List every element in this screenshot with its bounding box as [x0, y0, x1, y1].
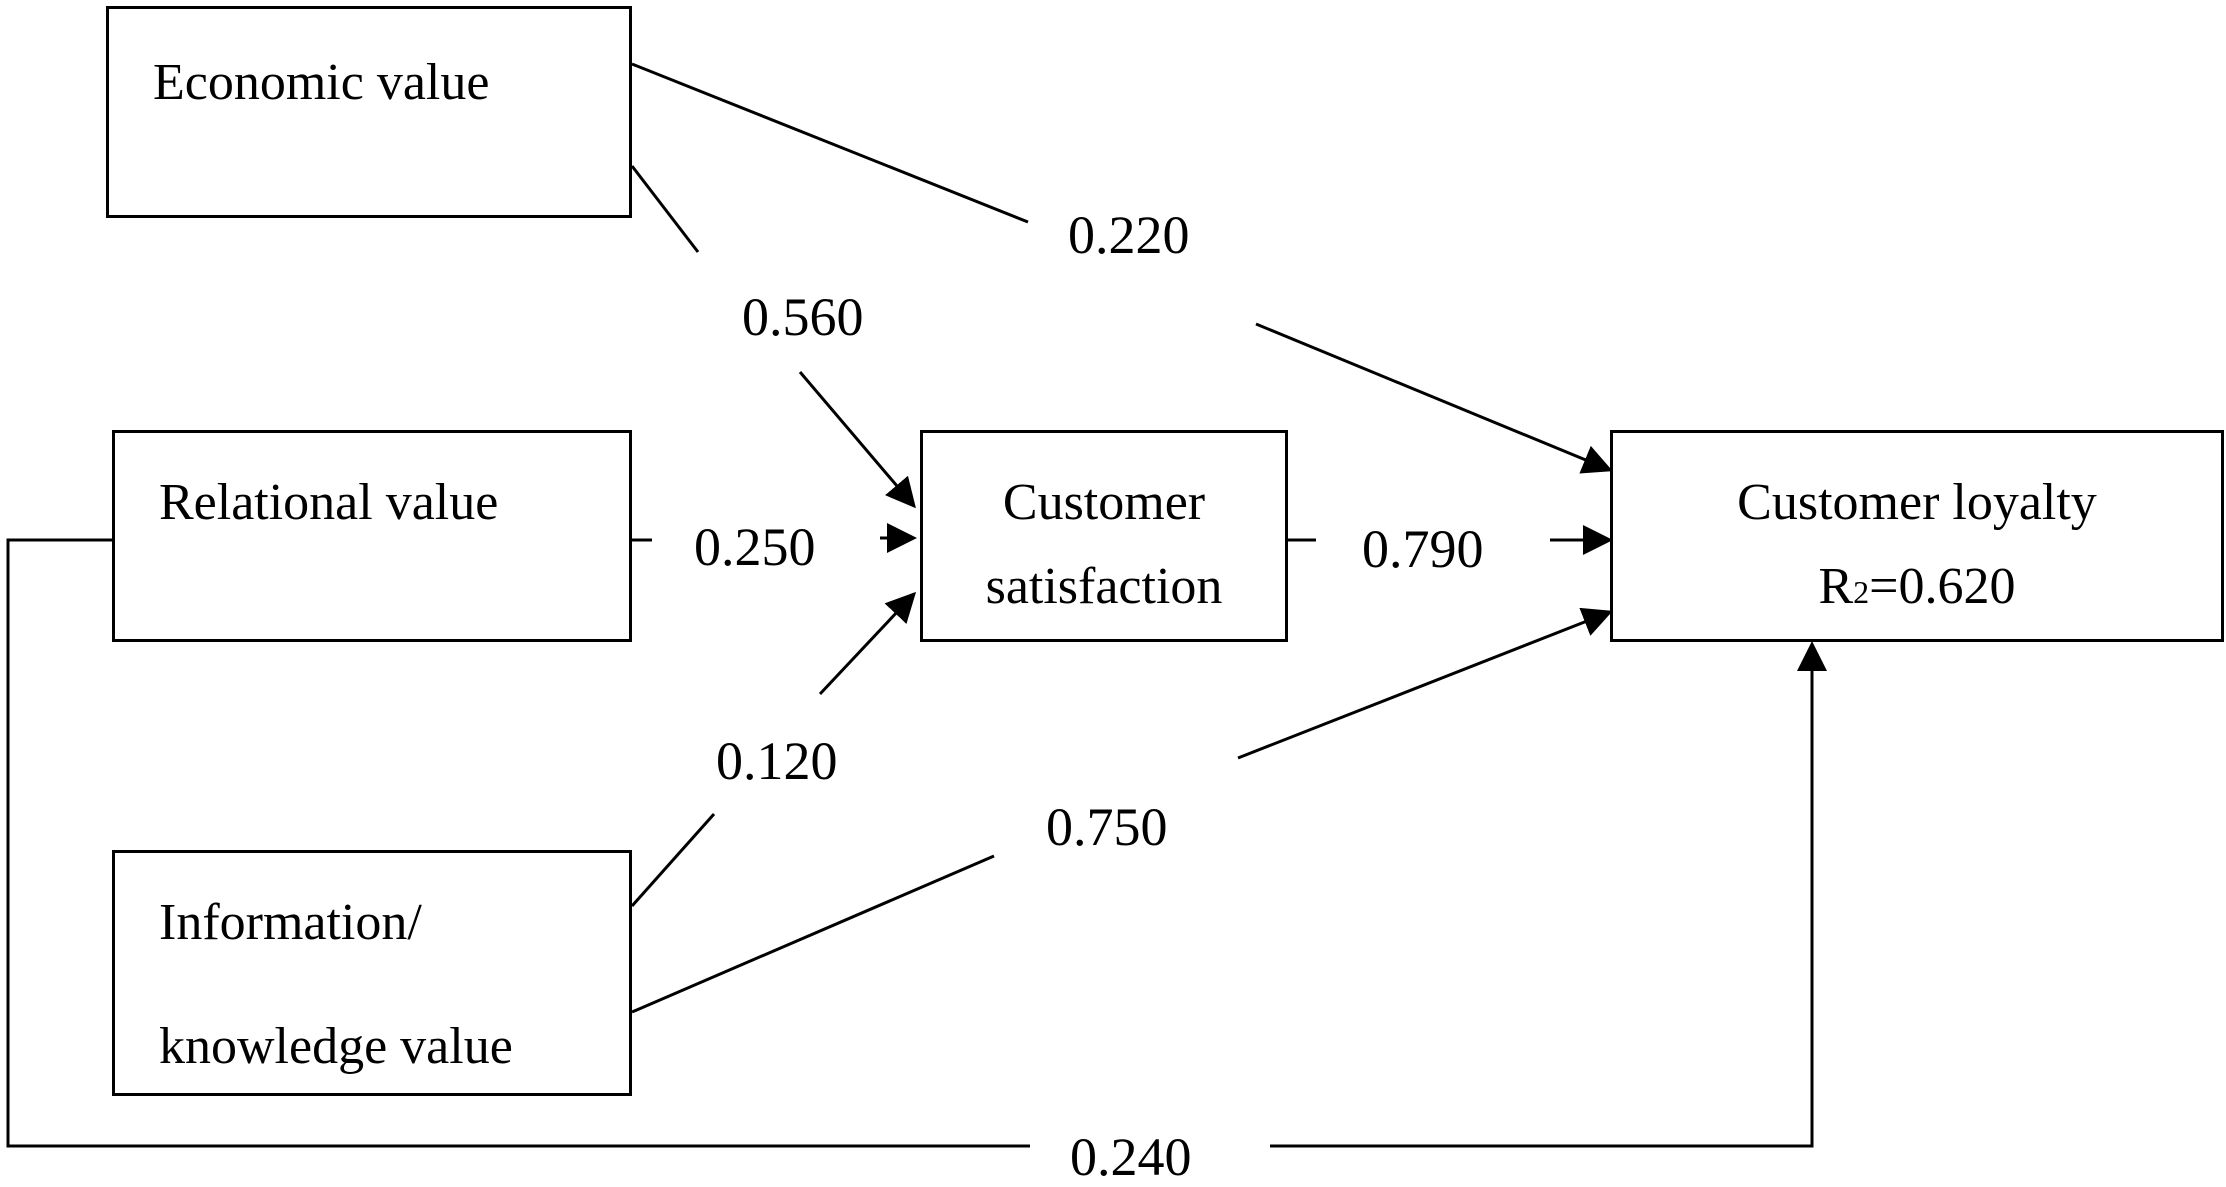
- coef-economic-to-satisfaction: 0.560: [742, 287, 864, 347]
- node-loyalty-label-line1: Customer loyalty: [1737, 474, 2097, 531]
- node-customer-loyalty: Customer loyalty R2=0.620: [1610, 430, 2224, 642]
- node-information-label-line1: Information/: [159, 894, 422, 951]
- node-satisfaction-label-line2: satisfaction: [985, 558, 1223, 615]
- r-squared-value: =0.620: [1869, 558, 2016, 615]
- node-loyalty-r-squared: R2=0.620: [1613, 561, 2221, 613]
- node-satisfaction-label-line1: Customer: [1002, 474, 1206, 531]
- edge-economic-satisfaction-a: [630, 165, 700, 253]
- coef-relational-to-loyalty: 0.240: [1070, 1127, 1192, 1187]
- coef-economic-to-loyalty: 0.220: [1068, 205, 1190, 265]
- node-relational-value-label: Relational value: [159, 474, 499, 531]
- node-customer-satisfaction: Customer satisfaction: [920, 430, 1288, 642]
- edge-information-loyalty-a: [631, 854, 995, 1014]
- r-squared-prefix: R: [1818, 558, 1854, 615]
- edge-economic-loyalty-b: [1255, 322, 1613, 474]
- node-information-label-line2: knowledge value: [159, 1018, 513, 1075]
- edge-relational-loyalty-b: [1270, 641, 1827, 1148]
- coef-information-to-loyalty: 0.750: [1046, 797, 1168, 857]
- coef-relational-to-satisfaction: 0.250: [694, 517, 816, 577]
- node-relational-value: Relational value: [112, 430, 632, 642]
- edge-economic-satisfaction-b: [798, 371, 916, 509]
- node-information-knowledge-value: Information/ knowledge value: [112, 850, 632, 1096]
- edge-information-satisfaction-a: [630, 813, 716, 907]
- edge-relational-loyalty-a: [6, 538, 1030, 1148]
- node-economic-value: Economic value: [106, 6, 632, 218]
- coef-information-to-satisfaction: 0.120: [716, 731, 838, 791]
- edge-information-satisfaction-b: [818, 591, 917, 696]
- r-squared-subscript: 2: [1853, 574, 1870, 610]
- edge-information-loyalty-b: [1237, 607, 1613, 760]
- coef-satisfaction-to-loyalty: 0.790: [1362, 519, 1484, 579]
- edge-economic-loyalty-a: [631, 62, 1029, 224]
- node-economic-value-label: Economic value: [153, 54, 490, 111]
